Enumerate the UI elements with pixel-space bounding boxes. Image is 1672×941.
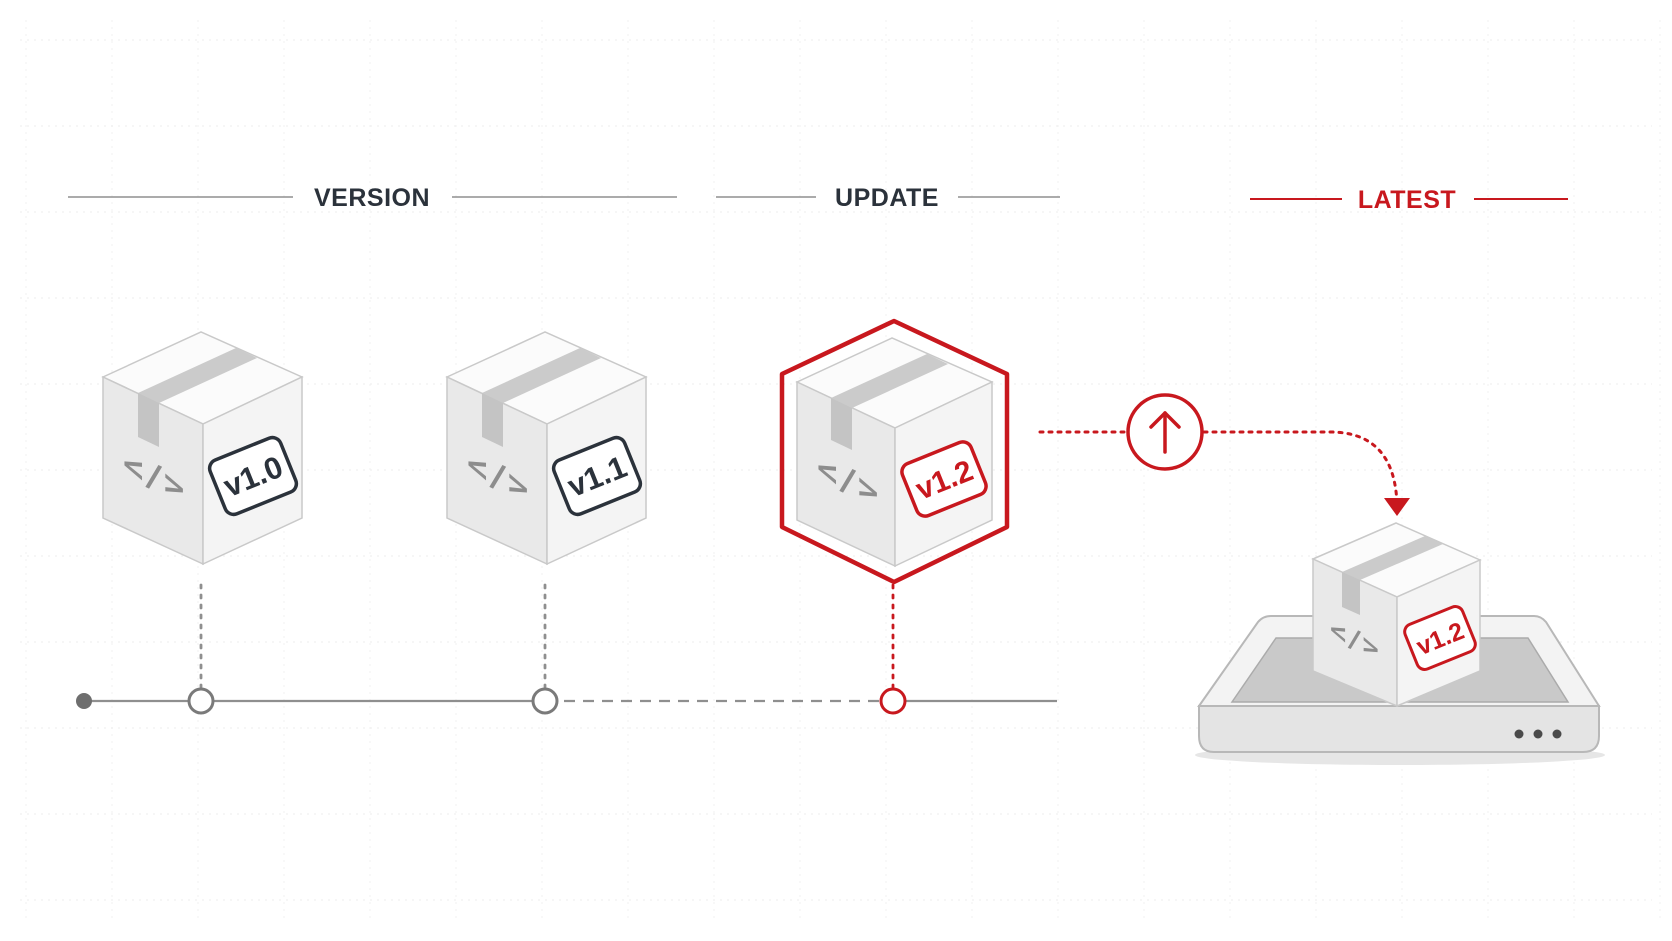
package-box-icon bbox=[445, 331, 648, 566]
version-header: VERSION bbox=[68, 184, 677, 212]
status-dot bbox=[1514, 729, 1524, 739]
deployed-package-v1-2: </> v1.2 bbox=[1311, 522, 1482, 708]
update-transfer-path bbox=[1038, 393, 1410, 516]
timeline-node-v1-2 bbox=[879, 687, 907, 715]
version-label: VERSION bbox=[314, 184, 430, 212]
status-dot bbox=[1552, 729, 1562, 739]
arrow-up-icon bbox=[1126, 393, 1204, 471]
timeline-start-dot bbox=[76, 693, 92, 709]
package-v1-2-highlight bbox=[779, 318, 1010, 585]
update-label: UPDATE bbox=[835, 184, 939, 212]
update-header: UPDATE bbox=[716, 184, 1060, 212]
status-dot bbox=[1533, 729, 1543, 739]
latest-label: LATEST bbox=[1358, 186, 1456, 214]
timeline-node-v1-1 bbox=[531, 687, 559, 715]
deploy-arrowhead bbox=[1384, 498, 1410, 516]
timeline-node-v1-0 bbox=[187, 687, 215, 715]
package-v1-1: </> v1.1 bbox=[445, 331, 648, 566]
timeline bbox=[76, 583, 1057, 715]
package-box-icon bbox=[1311, 522, 1482, 708]
package-v1-2: </> v1.2 bbox=[795, 337, 994, 568]
package-v1-0: </> v1.0 bbox=[101, 331, 304, 566]
latest-header: LATEST bbox=[1250, 186, 1568, 214]
